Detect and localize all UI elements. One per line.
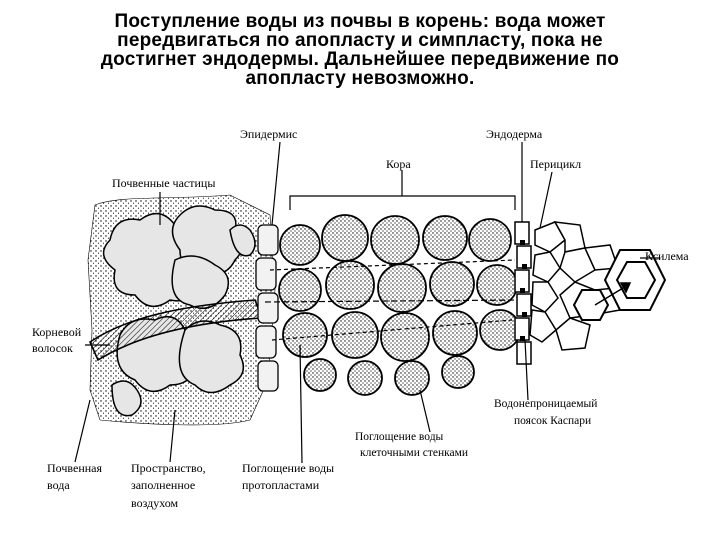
label-root-hair-1: Корневой	[32, 325, 82, 339]
epidermis-layer	[255, 224, 279, 392]
label-protoplast-uptake-2: протопластами	[242, 478, 320, 492]
label-pericycle: Перицикл	[530, 157, 581, 171]
title-line-1: Поступление воды из почвы в корень: вода…	[114, 11, 606, 32]
label-cell-wall-uptake-2: клеточными стенками	[360, 447, 468, 459]
label-root-hair-2: волосок	[32, 341, 73, 355]
label-air-space-1: Пространство,	[131, 461, 206, 475]
title-line-3: достигнет эндодермы. Дальнейшее передвиж…	[100, 49, 620, 70]
label-casparian-1: Водонепроницаемый	[494, 398, 597, 410]
label-epidermis: Эпидермис	[240, 127, 297, 141]
label-soil-water-1: Почвенная	[47, 461, 102, 475]
label-endodermis: Эндодерма	[486, 127, 543, 141]
pericycle-and-stele	[529, 221, 621, 351]
cortex-bracket	[289, 170, 516, 210]
label-soil-particles: Почвенные частицы	[112, 176, 215, 190]
label-air-space-3: воздухом	[131, 496, 179, 510]
title-line-2: передвигаться по апопласту и симпласту, …	[117, 30, 603, 51]
xylem-arrow	[594, 282, 632, 306]
soil-particles	[102, 205, 256, 417]
label-cortex: Кора	[386, 157, 411, 171]
label-soil-water-2: вода	[47, 478, 70, 492]
label-casparian-2: поясок Каспари	[514, 415, 591, 427]
title-line-4: апопласту невозможно.	[245, 68, 475, 89]
endodermis-layer	[514, 221, 532, 365]
casparian-strip	[520, 240, 527, 341]
diagram-title: Поступление воды из почвы в корень: вода…	[20, 12, 700, 88]
label-protoplast-uptake-1: Поглощение воды	[242, 461, 334, 475]
cortex-cells	[278, 214, 521, 396]
label-xylem: Ксилема	[645, 249, 689, 263]
leader-lines	[74, 141, 660, 464]
water-flow-arrows	[264, 259, 521, 341]
label-cell-wall-uptake-1: Поглощение воды	[355, 431, 444, 443]
label-air-space-2: заполненное	[131, 478, 195, 492]
